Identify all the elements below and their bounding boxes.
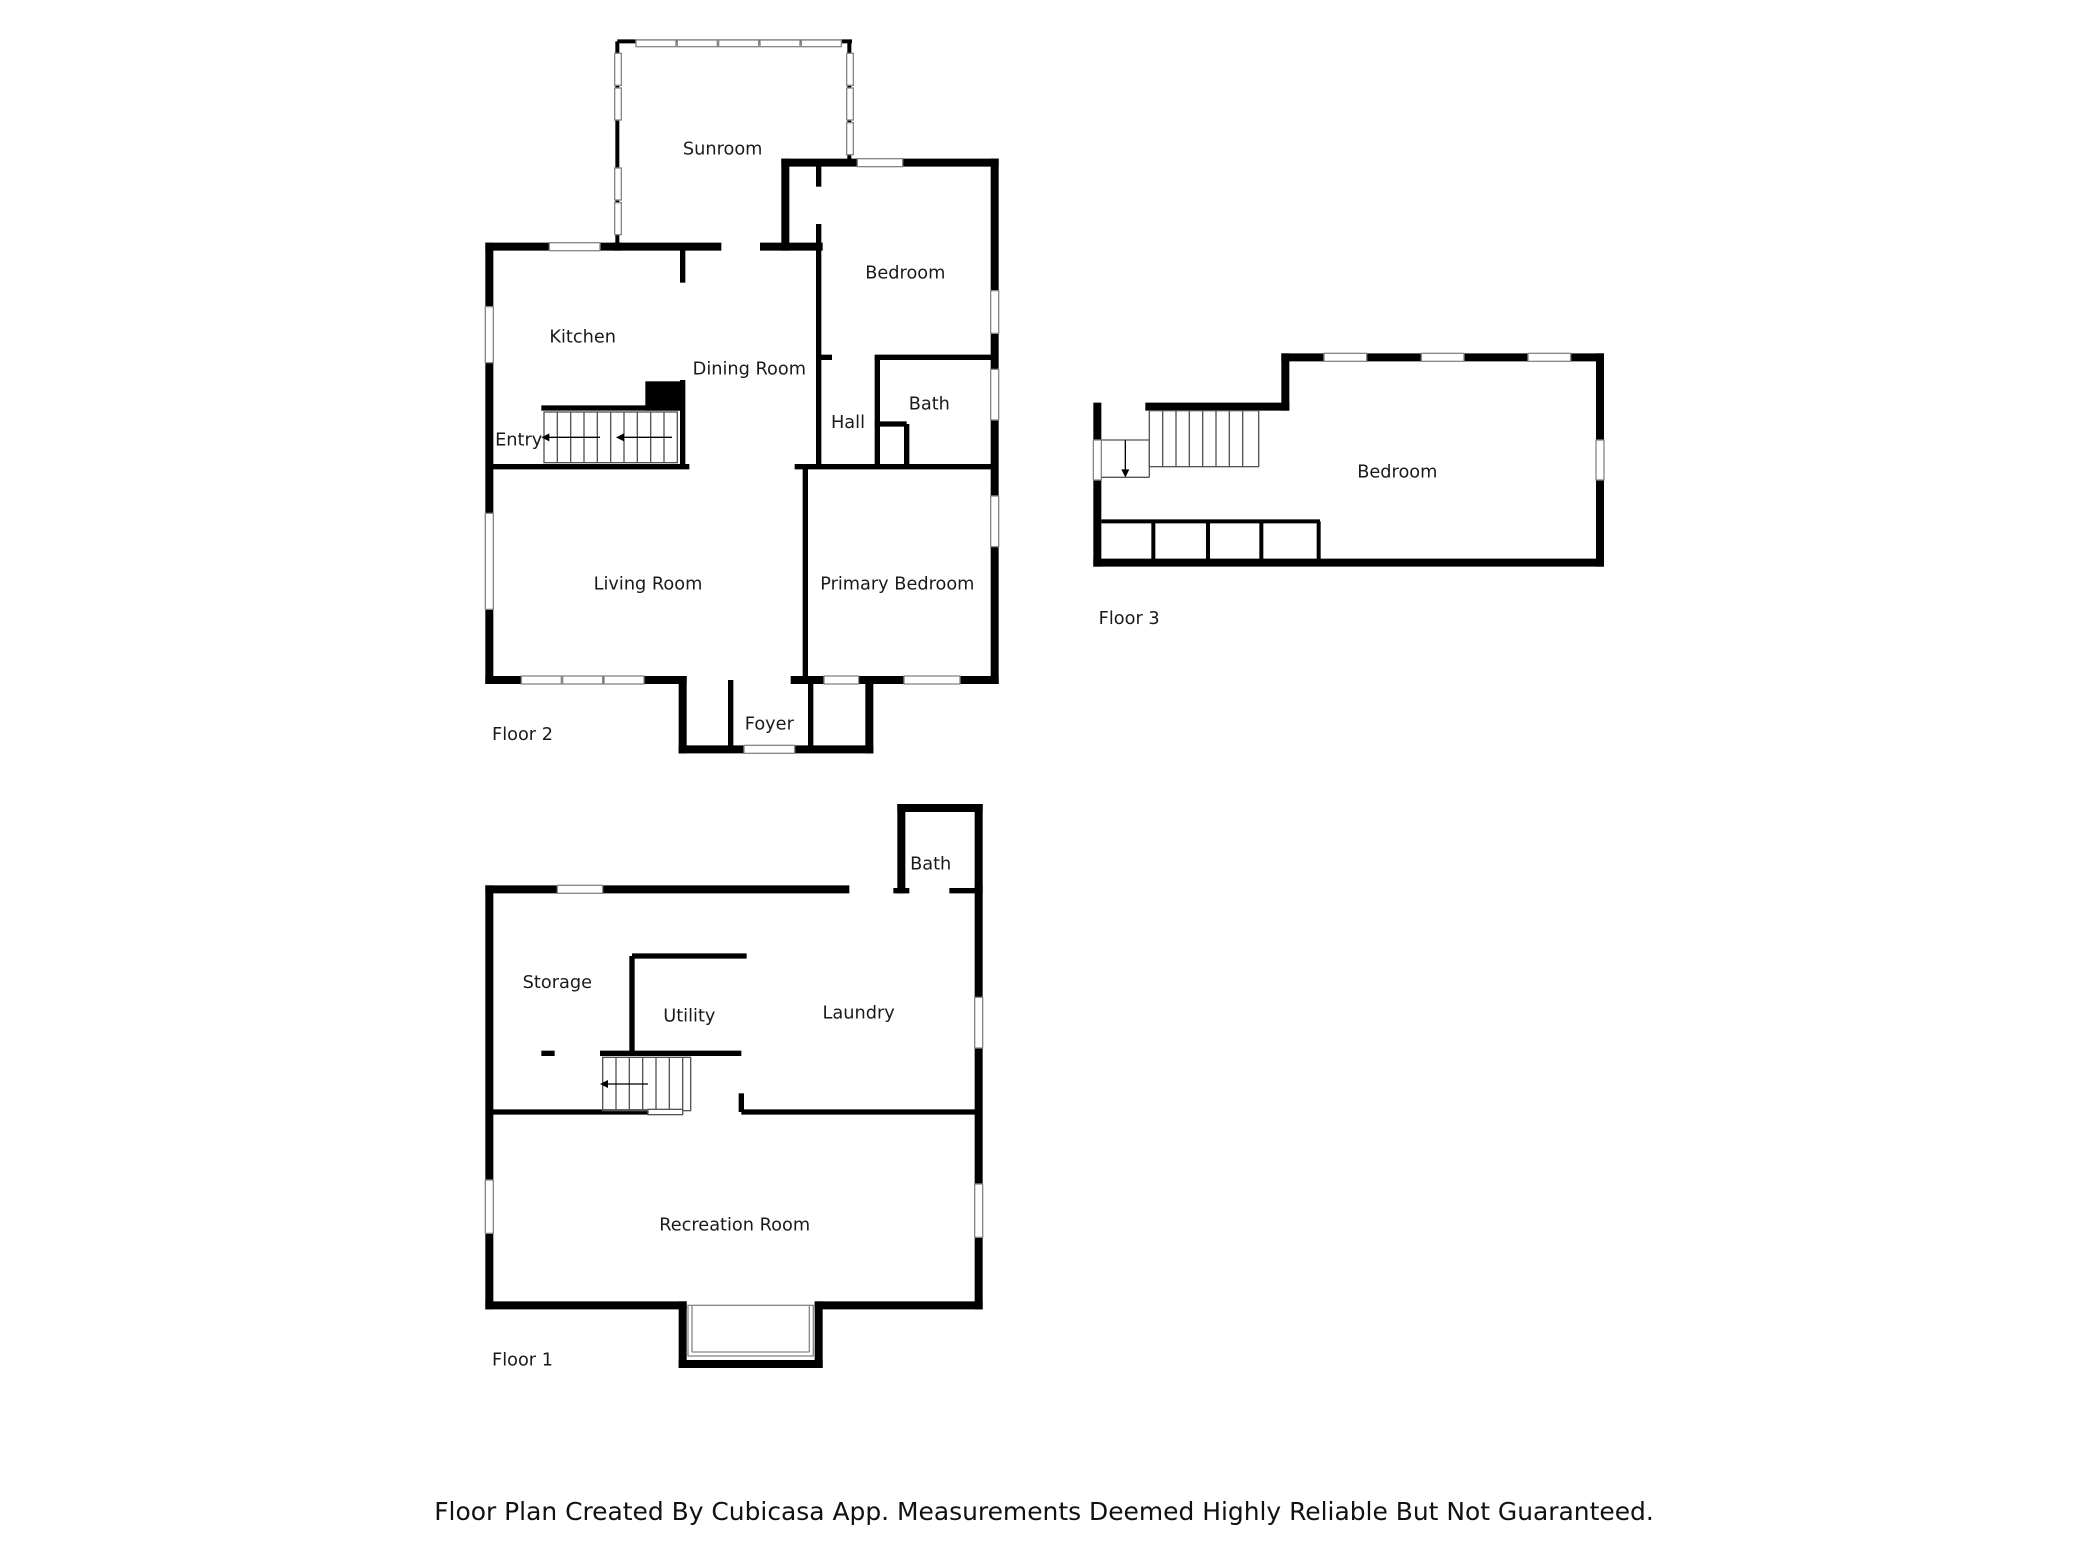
floor-3-windows [1092,352,1605,481]
room-label-dining-room: Dining Room [693,360,806,380]
floor-label-1: Floor 1 [492,1350,553,1370]
room-label-kitchen: Kitchen [549,328,616,348]
floor-1-plan: Bath Storage Utility Laundry Recreation … [484,804,984,1370]
floor-1-stairs [602,1056,692,1116]
stair-arrow [616,433,624,442]
bay-window [687,1304,814,1357]
room-label-recreation-room: Recreation Room [659,1216,810,1236]
room-label-laundry: Laundry [823,1004,895,1024]
room-label-hall: Hall [831,413,865,433]
chimney-block [645,381,680,411]
floor-2-windows [484,158,1000,754]
footer-disclaimer: Floor Plan Created By Cubicasa App. Meas… [434,1497,1654,1526]
stair-arrow [1121,469,1130,478]
floor-label-3: Floor 3 [1099,609,1160,629]
room-label-foyer: Foyer [745,714,795,734]
room-label-bath: Bath [909,394,950,414]
floor-label-2: Floor 2 [492,725,553,745]
room-label-floor3-bedroom: Bedroom [1357,462,1437,482]
room-label-storage: Storage [523,973,592,993]
floor-1-interior-walls [489,888,979,1115]
floor-2-stairs [543,411,678,464]
room-label-primary-bedroom: Primary Bedroom [820,574,974,594]
stair-arrow [541,433,550,442]
room-label-utility: Utility [663,1006,715,1026]
room-label-entry: Entry [495,430,542,450]
floor-3-stairs [1101,409,1260,478]
floor-2-plan: Sunroom Kitchen Dining Room Bedroom Bath… [484,39,1000,754]
sunroom-windows [614,39,854,236]
floor-1-windows [484,884,984,1238]
room-label-floor1-bath: Bath [910,854,951,874]
floor-3-closet-walls [1101,519,1321,560]
stair-arrow [600,1080,608,1088]
floor-3-walls [1093,353,1604,567]
room-label-bedroom: Bedroom [865,264,945,284]
room-label-living-room: Living Room [594,574,703,594]
floor-3-plan: Bedroom Floor 3 [1092,352,1605,629]
room-label-sunroom: Sunroom [683,140,763,160]
